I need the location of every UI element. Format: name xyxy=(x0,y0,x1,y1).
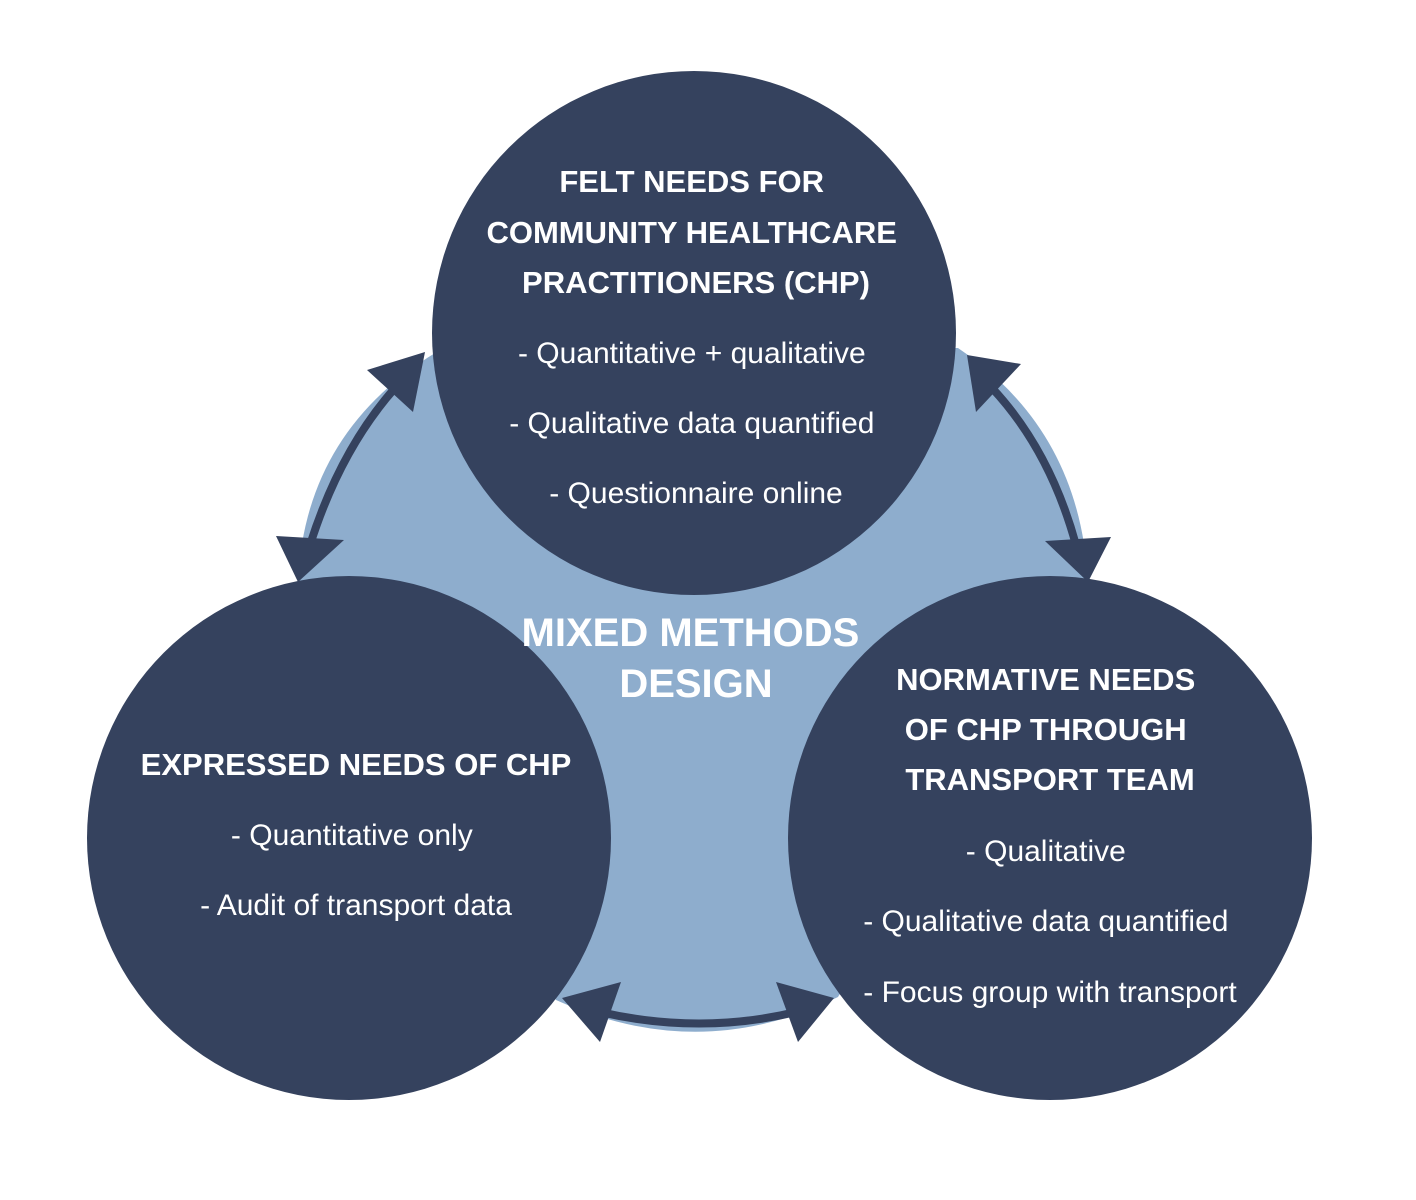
arrowhead-top-right-up xyxy=(967,355,1021,412)
center-title: MIXED METHODS DESIGN xyxy=(522,611,871,706)
felt-needs-bullets: - Quantitative + qualitative - Qualitati… xyxy=(509,337,883,510)
connector-top-left-arc xyxy=(306,385,398,547)
normative-needs-bullet-3: - Focus group with transport xyxy=(863,976,1237,1009)
normative-needs-title-line-3: TRANSPORT TEAM xyxy=(905,762,1194,797)
arrowhead-top-left-down xyxy=(276,536,344,582)
arrowhead-top-left-up xyxy=(367,352,425,412)
felt-needs-title-line-3: PRACTITIONERS (CHP) xyxy=(522,265,870,300)
connector-top-left xyxy=(276,352,425,582)
felt-needs-title-line-1: FELT NEEDS FOR xyxy=(559,164,824,199)
normative-needs-title-line-1: NORMATIVE NEEDS xyxy=(896,662,1195,697)
felt-needs-bullet-3: - Questionnaire online xyxy=(549,477,843,510)
expressed-needs-bullet-2: - Audit of transport data xyxy=(200,889,512,922)
connector-bottom-arc xyxy=(599,1008,797,1028)
connector-top-right xyxy=(967,355,1111,582)
normative-needs-bullet-1: - Qualitative xyxy=(966,835,1126,868)
arrowhead-bottom-right xyxy=(776,982,834,1042)
circle-felt-needs xyxy=(432,71,956,595)
felt-needs-bullet-2: - Qualitative data quantified xyxy=(509,407,874,440)
expressed-needs-title: EXPRESSED NEEDS OF CHP xyxy=(141,747,572,782)
expressed-needs-bullet-1: - Quantitative only xyxy=(231,819,473,852)
normative-needs-bullet-2: - Qualitative data quantified xyxy=(863,905,1228,938)
expressed-needs-bullets: - Quantitative only - Audit of transport… xyxy=(200,819,512,922)
felt-needs-title-line-2: COMMUNITY HEALTHCARE xyxy=(486,215,896,250)
circle-expressed-needs xyxy=(87,576,611,1100)
center-title-line-2: DESIGN xyxy=(619,662,772,706)
felt-needs-title: FELT NEEDS FOR COMMUNITY HEALTHCARE PRAC… xyxy=(486,164,905,300)
normative-needs-title: NORMATIVE NEEDS OF CHP THROUGH TRANSPORT… xyxy=(896,662,1204,797)
center-title-line-1: MIXED METHODS xyxy=(522,611,860,655)
normative-needs-bullets: - Qualitative - Qualitative data quantif… xyxy=(863,835,1237,1009)
arrowhead-top-right-down xyxy=(1045,537,1111,582)
connector-bottom xyxy=(562,982,834,1042)
circle-normative-needs xyxy=(788,576,1312,1100)
normative-needs-title-line-2: OF CHP THROUGH xyxy=(905,712,1187,747)
felt-needs-bullet-1: - Quantitative + qualitative xyxy=(518,337,866,370)
expressed-needs-title-line-1: EXPRESSED NEEDS OF CHP xyxy=(141,747,572,782)
arrowhead-bottom-left xyxy=(562,982,621,1042)
connector-top-right-arc xyxy=(989,385,1080,547)
